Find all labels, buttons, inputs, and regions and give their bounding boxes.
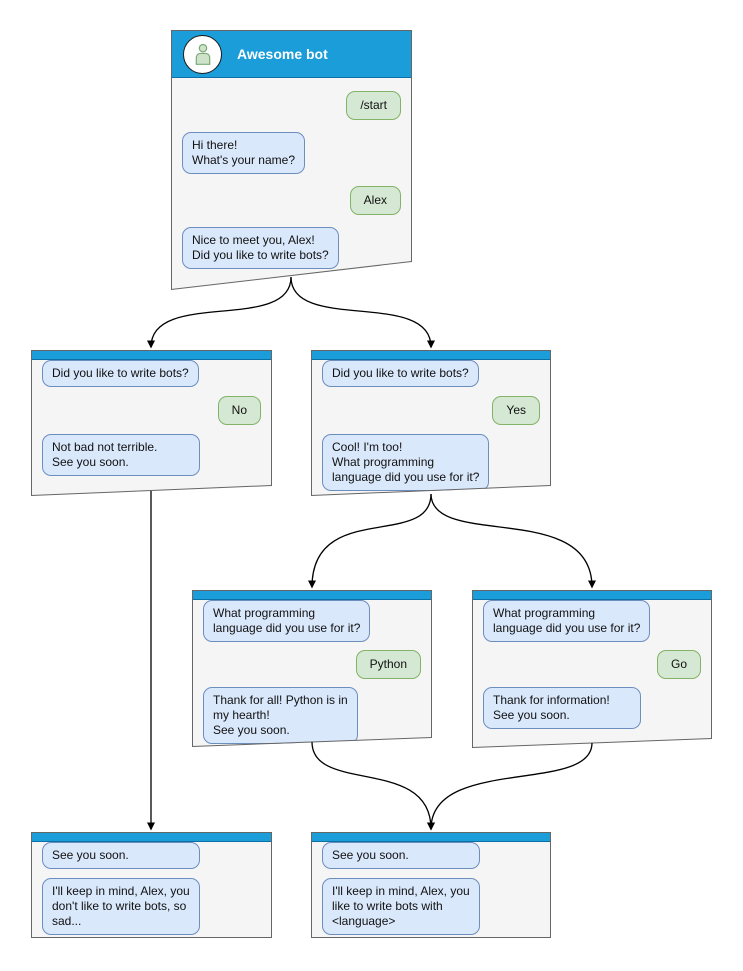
bot-message-bubble: See you soon.: [322, 842, 480, 869]
chat-window-titlebar: [32, 833, 271, 842]
chat-messages: /start Hi there! What's your name? Alex …: [172, 78, 411, 269]
user-reply-bubble: Python: [356, 650, 421, 679]
chat-window-end-yes: See you soon. I'll keep in mind, Alex, y…: [311, 832, 551, 938]
chat-window-titlebar: [473, 591, 711, 600]
bot-message-bubble: Thank for information! See you soon.: [483, 687, 641, 729]
chat-window-titlebar: [312, 351, 550, 360]
user-reply-bubble: Yes: [492, 396, 540, 425]
bot-message-bubble: What programming language did you use fo…: [203, 600, 370, 642]
chat-window-go-branch: What programming language did you use fo…: [472, 590, 712, 748]
chat-window-titlebar: [32, 351, 271, 360]
chat-window-end-no: See you soon. I'll keep in mind, Alex, y…: [31, 832, 272, 938]
bot-message-bubble: I'll keep in mind, Alex, you don't like …: [42, 878, 200, 935]
bot-message-bubble: Hi there! What's your name?: [182, 132, 305, 174]
chat-window-titlebar: [312, 833, 550, 842]
edge-python-to-end: [311, 741, 435, 831]
bot-message-bubble: What programming language did you use fo…: [483, 600, 650, 642]
bot-message-bubble: Thank for all! Python is in my hearth! S…: [203, 687, 358, 744]
chat-window-header: Awesome bot: [172, 31, 411, 78]
user-reply-bubble: Go: [657, 650, 701, 679]
bot-message-bubble: Nice to meet you, Alex! Did you like to …: [182, 227, 339, 269]
chat-window-yes-branch: Did you like to write bots? Yes Cool! I'…: [311, 350, 551, 496]
edge-go-to-end: [427, 742, 593, 831]
user-reply-bubble: Alex: [350, 186, 401, 215]
chat-window-root: Awesome bot /start Hi there! What's your…: [171, 30, 412, 290]
chat-messages: What programming language did you use fo…: [473, 600, 711, 729]
edge-root-to-yes: [290, 276, 435, 349]
edge-yes-to-go: [430, 493, 596, 589]
chat-messages: See you soon. I'll keep in mind, Alex, y…: [32, 842, 271, 935]
user-reply-bubble: No: [218, 396, 261, 425]
bot-message-bubble: Did you like to write bots?: [322, 360, 479, 387]
chat-messages: Did you like to write bots? Yes Cool! I'…: [312, 360, 550, 491]
bot-message-bubble: See you soon.: [42, 842, 200, 869]
bot-person-icon: [190, 41, 216, 67]
bot-message-bubble: Cool! I'm too! What programming language…: [322, 434, 489, 491]
chat-window-python-branch: What programming language did you use fo…: [192, 590, 432, 747]
user-reply-bubble: /start: [346, 91, 401, 120]
chat-window-no-branch: Did you like to write bots? No Not bad n…: [31, 350, 272, 496]
bot-message-bubble: Not bad not terrible. See you soon.: [42, 434, 200, 476]
chat-messages: See you soon. I'll keep in mind, Alex, y…: [312, 842, 550, 935]
bot-message-bubble: I'll keep in mind, Alex, you like to wri…: [322, 878, 480, 935]
bot-name-title: Awesome bot: [237, 46, 328, 62]
chat-window-titlebar: [193, 591, 431, 600]
chat-messages: Did you like to write bots? No Not bad n…: [32, 360, 271, 476]
bot-message-bubble: Did you like to write bots?: [42, 360, 199, 387]
bot-avatar-icon: [183, 35, 222, 74]
chat-messages: What programming language did you use fo…: [193, 600, 431, 744]
edge-yes-to-python: [308, 493, 432, 589]
